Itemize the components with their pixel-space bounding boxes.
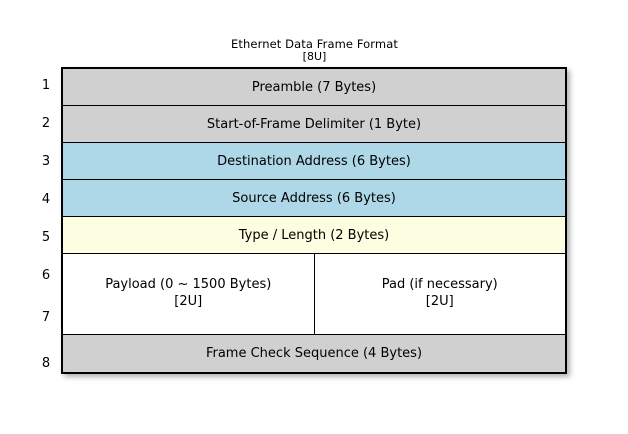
frame-field-note: [2U]: [174, 294, 203, 309]
frame-field-start-of-frame-delimiter: Start-of-Frame Delimiter (1 Byte): [63, 106, 565, 143]
row-number-3: 3: [41, 154, 51, 169]
figure-title-block: Ethernet Data Frame Format [8U]: [61, 38, 568, 63]
frame-field-label: Pad (if necessary): [381, 277, 498, 293]
frame-field-preamble: Preamble (7 Bytes): [63, 69, 565, 106]
frame-field-destination-address: Destination Address (6 Bytes): [63, 143, 565, 180]
row-number-4: 4: [41, 192, 51, 207]
frame-field-note: [2U]: [425, 294, 454, 309]
row-number-8: 8: [41, 356, 51, 371]
frame-field-label: Source Address (6 Bytes): [232, 190, 396, 206]
row-number-2: 2: [41, 116, 51, 131]
frame-field-label: Frame Check Sequence (4 Bytes): [205, 346, 423, 361]
row-number-5: 5: [41, 230, 51, 245]
frame-field-payload-pad-row: Payload (0 ~ 1500 Bytes) [2U] Pad (if ne…: [63, 254, 565, 335]
row-number-1: 1: [41, 78, 51, 93]
row-number-gutter: 1 2 3 4 5 6 7 8: [34, 67, 58, 397]
frame-field-frame-check-sequence: Frame Check Sequence (4 Bytes): [63, 335, 565, 372]
frame-field-payload: Payload (0 ~ 1500 Bytes) [2U]: [63, 254, 315, 334]
page-title: Ethernet Data Frame Format: [231, 37, 398, 51]
frame-field-pad: Pad (if necessary) [2U]: [315, 254, 566, 334]
frame-field-label: Start-of-Frame Delimiter (1 Byte): [206, 116, 422, 132]
row-number-6: 6: [41, 268, 51, 283]
ethernet-frame-diagram: Preamble (7 Bytes) Start-of-Frame Delimi…: [61, 67, 567, 374]
frame-field-label: Preamble (7 Bytes): [251, 79, 377, 95]
frame-field-source-address: Source Address (6 Bytes): [63, 180, 565, 217]
figure-subtitle: [8U]: [302, 49, 327, 63]
frame-field-type-length: Type / Length (2 Bytes): [63, 217, 565, 254]
frame-field-label: Type / Length (2 Bytes): [238, 227, 390, 243]
row-number-7: 7: [41, 310, 51, 325]
frame-field-label: Payload (0 ~ 1500 Bytes): [105, 277, 272, 293]
frame-field-label: Destination Address (6 Bytes): [217, 153, 411, 169]
